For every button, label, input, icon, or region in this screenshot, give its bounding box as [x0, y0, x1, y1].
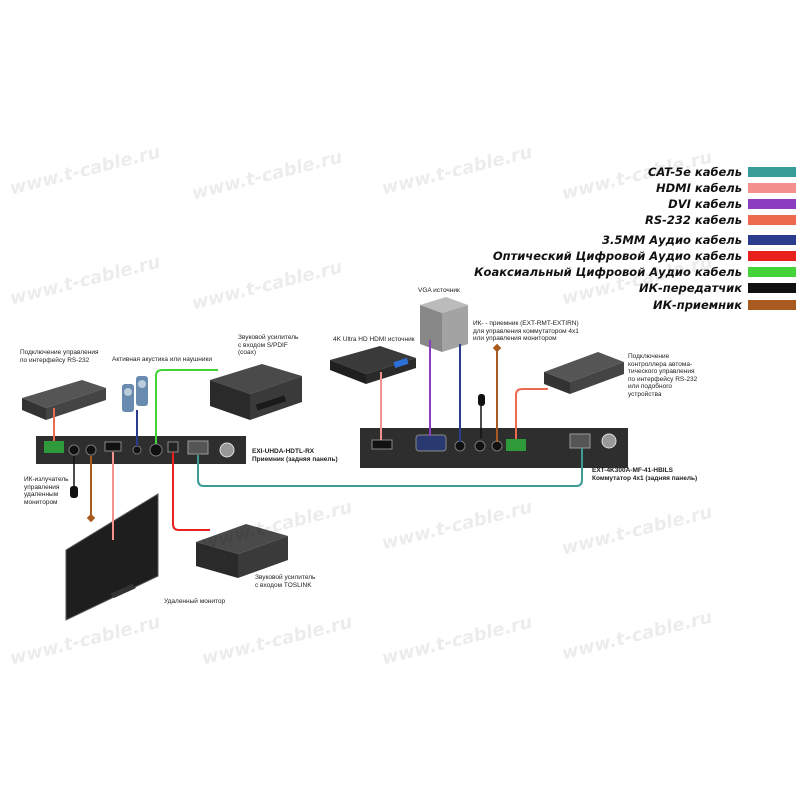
label-amp-spdif: Звуковой усилитель с входом S/PDIF (coax… [238, 334, 299, 356]
label-vga-source: VGA источник [418, 287, 460, 294]
ir-receiver-marker [86, 513, 96, 523]
cables [53, 340, 583, 540]
legend-label: CAT-5e кабель [647, 165, 742, 179]
label-speakers: Активная акустика или наушники [112, 356, 212, 363]
label-switch-desc: Коммутатор 4x1 (задняя панель) [592, 475, 698, 482]
label-rs232-left: Подключение управления по интерфейсу RS-… [20, 349, 99, 364]
label-rx-desc: Приемник (задняя панель) [252, 456, 338, 463]
coax-cable [155, 369, 218, 444]
legend-label: RS-232 кабель [644, 213, 742, 227]
label-ir-receiver: ИК- - приемник (EXT-RMT-EXTIRN) для упра… [473, 320, 579, 342]
label-switch-model: EXT-4K300A-MF-41-HBILS [592, 467, 673, 474]
remote-monitor [65, 493, 159, 621]
legend-label: 3.5ММ Аудио кабель [602, 233, 742, 247]
receiver-panel [36, 436, 246, 464]
legend-swatch [748, 251, 796, 261]
optical-cable [172, 452, 210, 531]
legend-label: DVI кабель [668, 197, 742, 211]
label-hdmi-source: 4K Ultra HD HDMI источник [333, 336, 415, 343]
legend-swatch [748, 215, 796, 225]
legend-label: Коаксиальный Цифровой Аудио кабель [474, 265, 742, 279]
label-amp-toslink: Звуковой усилитель с входом TOSLINK [255, 574, 316, 589]
legend-swatch [748, 300, 796, 310]
rs232-controller-left [22, 380, 106, 420]
label-ir-emitter: ИК-излучатель управления удаленным монит… [24, 476, 69, 506]
label-remote-monitor: Удаленный монитор [164, 598, 226, 605]
cat5e-cable [197, 448, 583, 487]
ir-receiver-marker [492, 343, 502, 353]
legend-label: ИК-передатчик [638, 281, 742, 295]
legend-swatch [748, 183, 796, 193]
speakers [122, 376, 148, 412]
legend-swatch [748, 199, 796, 209]
amplifier-toslink [196, 524, 288, 578]
vga-source-computer [420, 297, 468, 352]
ir-receiver [478, 394, 485, 438]
switch-panel [360, 428, 628, 468]
legend-label: Оптический Цифровой Аудио кабель [492, 249, 742, 263]
legend-label: ИК-приемник [652, 298, 742, 312]
label-rx-model: EXI-UHDA-HDTL-RX [252, 448, 315, 455]
rs232-controller-right [544, 352, 624, 394]
legend-swatch [748, 167, 796, 177]
hdmi-source [330, 346, 416, 384]
label-rs232-right: Подключение контроллера автома- тическог… [628, 353, 698, 398]
rs232-cable-right [515, 388, 548, 439]
legend-label: HDMI кабель [656, 181, 742, 195]
legend-swatch [748, 235, 796, 245]
legend-swatch [748, 283, 796, 293]
legend-swatch [748, 267, 796, 277]
amplifier-spdif [210, 364, 302, 420]
ir-emitter [70, 456, 78, 498]
